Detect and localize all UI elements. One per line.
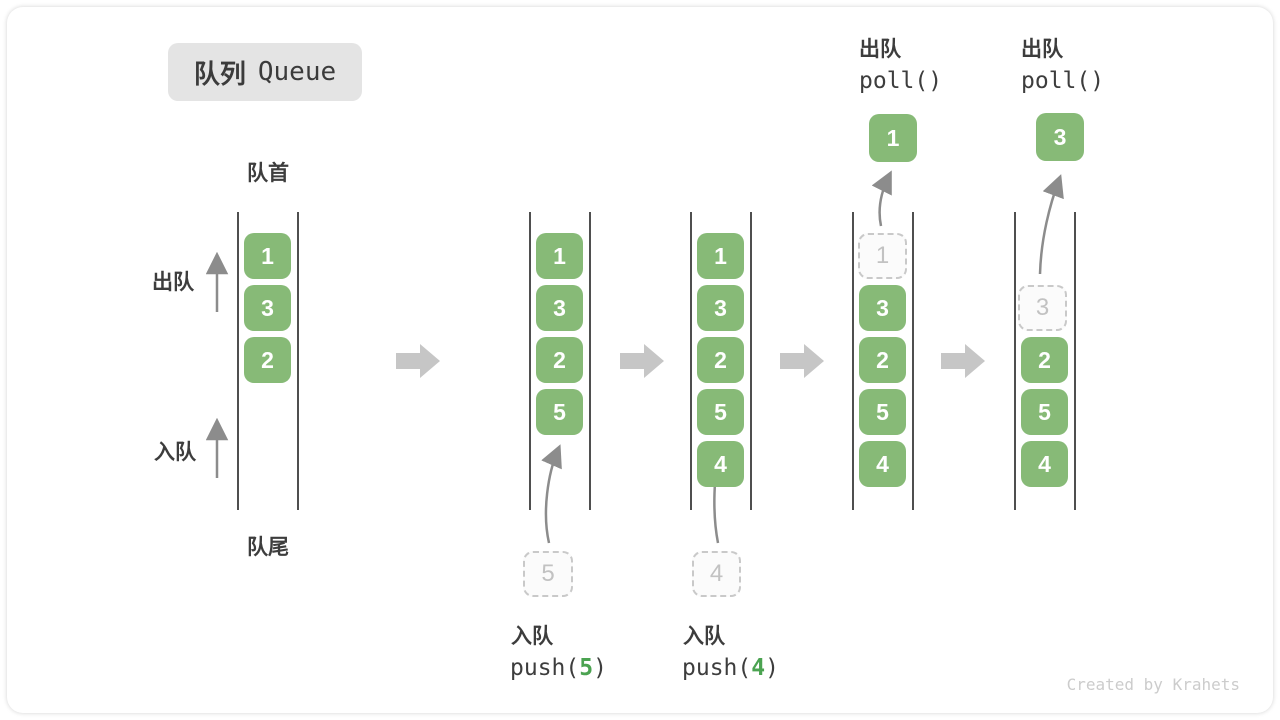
- queue-wall: [297, 212, 299, 510]
- dequeue-op-code: poll(): [1021, 68, 1105, 94]
- queue-wall: [589, 212, 591, 510]
- code-arg: 4: [751, 655, 766, 681]
- next-state-arrow-4: [941, 344, 985, 378]
- title-badge: 队列 Queue: [168, 43, 362, 101]
- queue-wall: [1074, 212, 1076, 510]
- queue-wall: [750, 212, 752, 510]
- poll1-arrow: [871, 170, 892, 227]
- enqueue-op-label: 入队: [683, 625, 725, 648]
- enqueue-side-label: 入队: [154, 441, 196, 464]
- queue-wall: [237, 212, 239, 510]
- incoming-item: 5: [523, 551, 573, 597]
- queue-item: 3: [859, 285, 906, 331]
- queue-item: 2: [859, 337, 906, 383]
- queue-item: 4: [697, 441, 744, 487]
- queue-item: 1: [536, 233, 583, 279]
- removed-item: 3: [1018, 285, 1067, 331]
- queue-item: 1: [244, 233, 291, 279]
- queue-item: 5: [697, 389, 744, 435]
- code-arg: 5: [579, 655, 594, 681]
- front-label: 队首: [247, 162, 289, 185]
- polled-item: 1: [869, 114, 917, 162]
- rear-label: 队尾: [247, 536, 289, 559]
- enqueue-op-code: push(5): [510, 655, 607, 681]
- queue-item: 3: [697, 285, 744, 331]
- code-text: push(: [510, 655, 580, 681]
- next-state-arrow-3: [780, 344, 824, 378]
- code-text: push(: [682, 655, 752, 681]
- queue-item: 5: [536, 389, 583, 435]
- queue-item: 4: [1021, 441, 1068, 487]
- queue-item: 5: [1021, 389, 1068, 435]
- queue-wall: [1014, 212, 1016, 510]
- watermark: Created by Krahets: [1066, 675, 1240, 694]
- enqueue-op-label: 入队: [511, 625, 553, 648]
- title-en: Queue: [257, 57, 337, 87]
- queue-item: 3: [244, 285, 291, 331]
- dequeue-side-label: 出队: [152, 271, 194, 294]
- polled-item: 3: [1036, 113, 1084, 161]
- next-state-arrow-2: [620, 344, 664, 378]
- title-zh: 队列: [193, 58, 246, 89]
- queue-item: 2: [1021, 337, 1068, 383]
- dequeue-op-label: 出队: [1021, 38, 1063, 61]
- code-text: ): [593, 655, 607, 681]
- removed-item: 1: [858, 233, 907, 279]
- poll3-arrow: [1038, 174, 1064, 275]
- queue-wall: [912, 212, 914, 510]
- queue-item: 4: [859, 441, 906, 487]
- enqueue-op-code: push(4): [682, 655, 779, 681]
- queue-item: 3: [536, 285, 583, 331]
- queue-item: 2: [536, 337, 583, 383]
- code-text: ): [765, 655, 779, 681]
- queue-wall: [852, 212, 854, 510]
- queue-wall: [529, 212, 531, 510]
- queue-item: 5: [859, 389, 906, 435]
- next-state-arrow-1: [396, 344, 440, 378]
- push5-arrow: [541, 444, 562, 544]
- queue-item: 2: [697, 337, 744, 383]
- dequeue-op-code: poll(): [859, 68, 943, 94]
- dequeue-op-label: 出队: [859, 38, 901, 61]
- queue-wall: [690, 212, 692, 510]
- queue-item: 1: [697, 233, 744, 279]
- queue-item: 2: [244, 337, 291, 383]
- incoming-item: 4: [692, 551, 741, 597]
